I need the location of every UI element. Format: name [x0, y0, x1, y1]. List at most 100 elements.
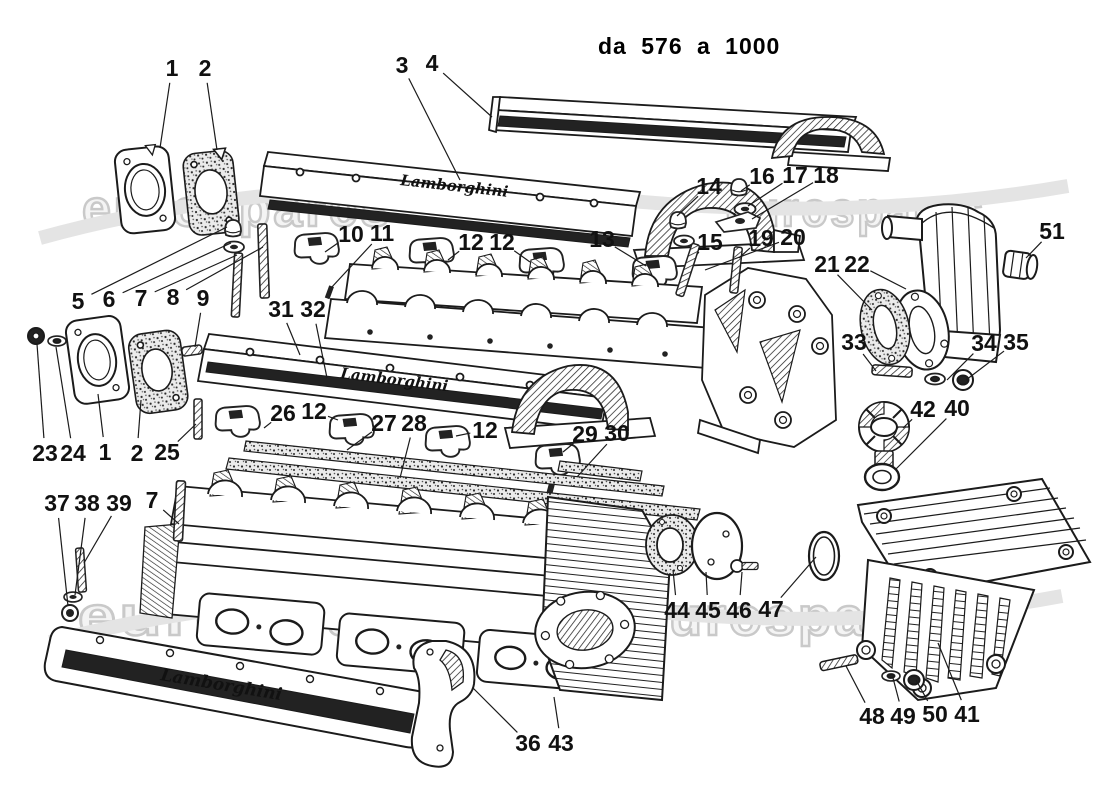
part-number: 20 — [780, 224, 806, 250]
part-number: 22 — [844, 251, 870, 277]
leader-line — [965, 350, 1005, 381]
leader-line — [895, 418, 947, 470]
leader-line — [162, 509, 180, 525]
part-number: 32 — [300, 296, 326, 322]
leader-line — [91, 226, 228, 295]
part-number: 13 — [589, 226, 615, 252]
part-number: 34 — [971, 330, 997, 356]
cover-disc-set — [645, 511, 841, 582]
part-number: 21 — [814, 251, 840, 277]
part-number: 5 — [72, 288, 85, 314]
bolt — [730, 559, 759, 573]
part-number: 24 — [60, 440, 86, 466]
part-number: 48 — [859, 703, 885, 729]
leader-line — [83, 515, 112, 564]
part-number: 35 — [1003, 329, 1029, 355]
leader-line — [399, 437, 411, 479]
leader-line — [740, 184, 751, 192]
leader-line — [845, 665, 866, 703]
leader-line — [553, 696, 560, 729]
leader-line — [576, 443, 608, 478]
part-number: 19 — [748, 225, 774, 251]
cover-disc — [690, 511, 744, 581]
part-number: 12 — [472, 417, 498, 443]
part-number: 18 — [813, 162, 839, 188]
part-number: 2 — [199, 55, 212, 81]
part-number: 16 — [749, 163, 775, 189]
leader-line — [902, 418, 913, 429]
disc-gasket — [645, 514, 699, 576]
leader-line — [937, 642, 962, 701]
part-number: 10 — [338, 221, 364, 247]
part-number: 31 — [268, 296, 294, 322]
leader-line — [442, 72, 493, 118]
leader-line — [447, 250, 460, 261]
part-number: 6 — [103, 286, 116, 312]
part-number: 28 — [401, 410, 427, 436]
leader-line — [263, 421, 272, 429]
part-number: 12 — [489, 229, 515, 255]
leader-line — [472, 687, 518, 733]
plug — [1002, 249, 1039, 280]
part-number: 47 — [758, 596, 784, 622]
leader-line — [177, 423, 197, 443]
leader-line — [330, 243, 373, 289]
valve-cover-middle: Lamborghini — [196, 333, 657, 449]
part-number: 43 — [548, 730, 574, 756]
leader-line — [672, 569, 677, 596]
leader-line — [614, 246, 647, 267]
leader-line — [315, 323, 328, 379]
cam-cover-plain — [488, 96, 892, 172]
leader-line — [780, 556, 817, 599]
part-number: 51 — [1039, 218, 1065, 244]
part-number: 7 — [135, 285, 148, 311]
leader-line — [74, 517, 86, 596]
leader-line — [562, 443, 574, 453]
leader-line — [870, 270, 907, 290]
part-number: 11 — [370, 220, 395, 246]
part-number: 45 — [695, 597, 721, 623]
dowel-pin — [324, 285, 334, 300]
part-number: 38 — [74, 490, 100, 516]
leader-line — [751, 182, 814, 220]
leader-line — [327, 415, 339, 421]
part-number: 42 — [910, 396, 936, 422]
leader-line — [408, 78, 461, 181]
part-number: 25 — [154, 439, 180, 465]
part-number: 39 — [106, 490, 132, 516]
part-number: 50 — [922, 701, 948, 727]
o-ring — [807, 530, 841, 582]
part-number: 12 — [301, 398, 327, 424]
thermostat-housing — [859, 203, 1039, 391]
part-number: 49 — [890, 703, 916, 729]
end-plate-lower — [27, 315, 203, 440]
fastener-cluster-upper-left — [181, 219, 271, 357]
finned-bracket — [819, 477, 1092, 702]
part-number: 33 — [841, 329, 867, 355]
leader-line — [346, 431, 373, 451]
fastener-cluster-upper-right — [669, 178, 762, 298]
part-number: 9 — [197, 285, 210, 311]
leader-line — [286, 322, 301, 356]
cam-caps-upper-row — [292, 230, 679, 300]
part-number: 12 — [458, 229, 484, 255]
chain-cover — [410, 640, 476, 768]
part-number: 17 — [782, 162, 808, 188]
cam-carrier-upper — [323, 246, 837, 455]
cam-cover-script-upper: Lamborghini — [258, 151, 806, 269]
part-number: 2 — [131, 440, 144, 466]
leader-line — [704, 241, 780, 271]
part-number: 8 — [167, 284, 180, 310]
leader-line — [194, 312, 202, 348]
part-number: 30 — [604, 420, 630, 446]
end-plate-top — [113, 143, 177, 235]
part-number: 37 — [44, 490, 70, 516]
leader-line — [837, 274, 873, 311]
leader-line — [36, 343, 45, 439]
part-number: 36 — [515, 730, 541, 756]
leader-line — [705, 571, 708, 596]
leader-line — [892, 677, 900, 702]
leader-line — [57, 517, 69, 607]
